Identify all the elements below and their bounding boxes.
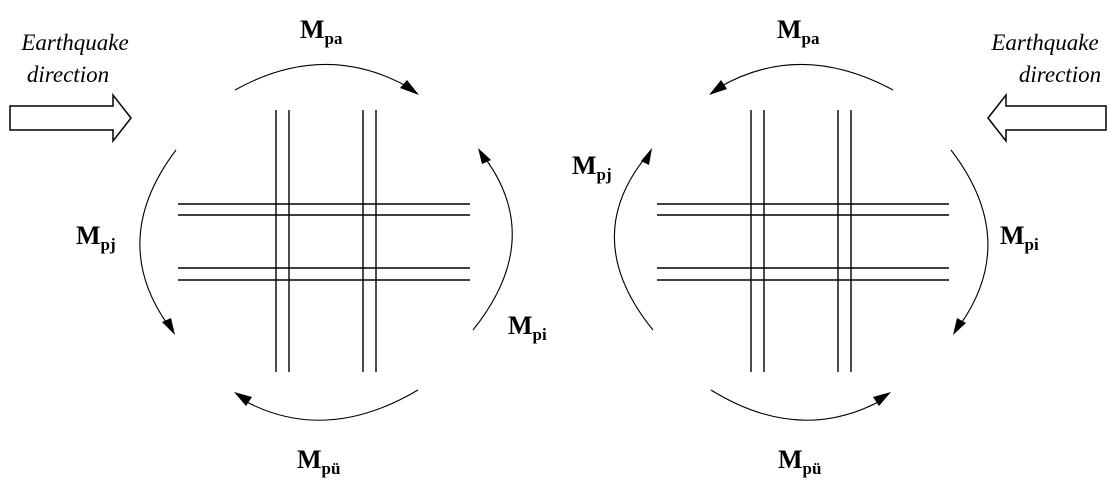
right-earthquake-arrow-icon [987, 92, 1107, 144]
right-top-moment-arc [709, 63, 894, 95]
arrowhead-icon [162, 318, 175, 335]
right-right-moment-arc [950, 149, 989, 335]
left-moment-bottom-label: Mpü [297, 445, 340, 478]
left-earthquake-label-line2: direction [27, 62, 109, 87]
left-bottom-moment-arc [234, 389, 419, 421]
right-left-moment-arc [613, 148, 654, 331]
left-left-moment-arc [139, 149, 177, 335]
right-moment-left-label: Mpj [572, 151, 612, 184]
right-moment-right-label: Mpi [1000, 221, 1039, 254]
right-joint-columns [750, 110, 852, 372]
left-moment-top-label: Mpa [300, 15, 343, 48]
left-right-moment-arc [472, 148, 513, 331]
right-joint-beams [657, 203, 949, 281]
left-panel: Earthquake direction [9, 15, 547, 478]
left-moment-right-label: Mpi [508, 311, 547, 344]
right-earthquake-label-line1: Earthquake [990, 30, 1098, 55]
arrowhead-icon [873, 392, 891, 406]
right-earthquake-label-line2: direction [1019, 62, 1101, 87]
left-joint-columns [275, 110, 377, 372]
left-joint-beams [178, 203, 470, 281]
right-moment-bottom-label: Mpü [778, 445, 821, 478]
left-moment-left-label: Mpj [76, 221, 116, 254]
arrowhead-icon [709, 80, 727, 95]
arrowhead-icon [234, 392, 252, 406]
left-earthquake-arrow-icon [9, 92, 132, 144]
arrowhead-icon [478, 148, 491, 164]
arrowhead-icon [641, 148, 652, 165]
left-earthquake-label-line1: Earthquake [20, 30, 128, 55]
arrowhead-icon [953, 318, 966, 335]
left-top-moment-arc [234, 63, 419, 95]
right-panel: Earthquake direction [572, 15, 1107, 478]
arrowhead-icon [400, 80, 419, 95]
right-bottom-moment-arc [710, 389, 891, 421]
right-moment-top-label: Mpa [777, 15, 820, 48]
